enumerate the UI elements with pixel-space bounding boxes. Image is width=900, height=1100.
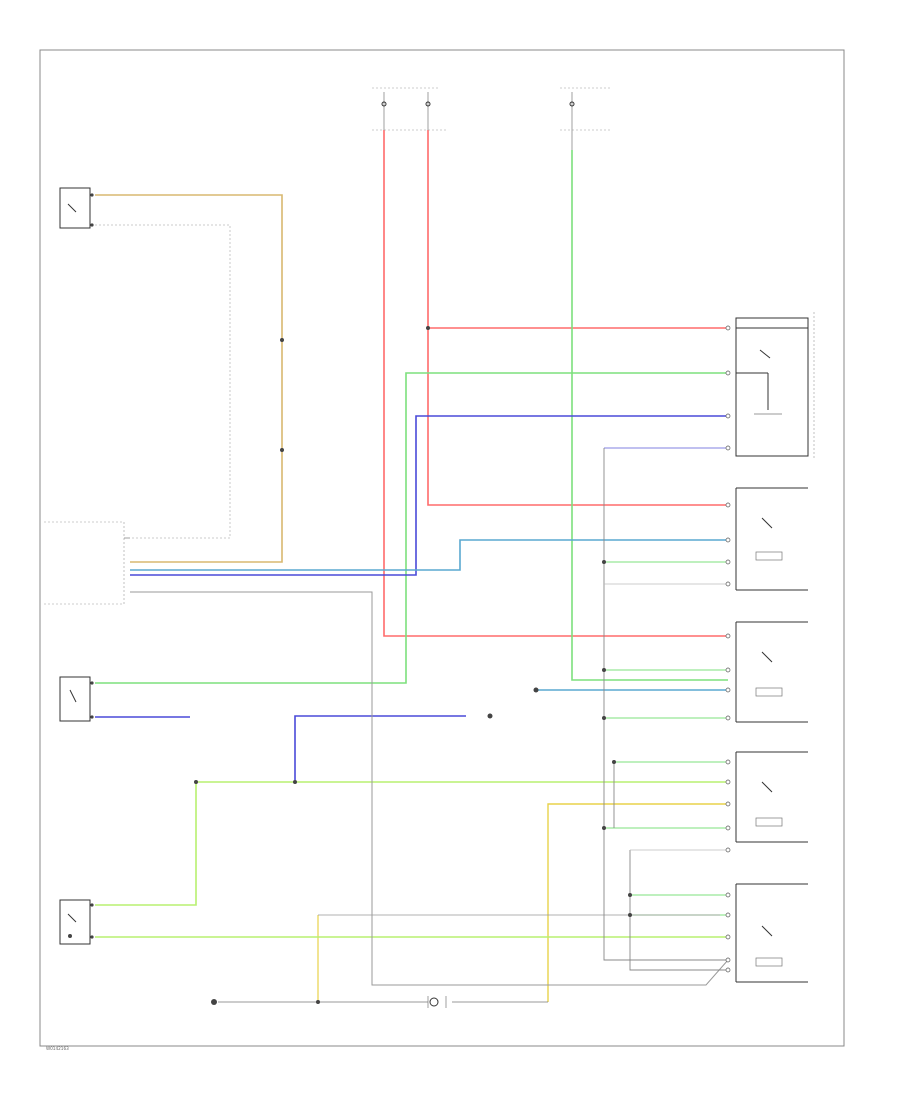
wire-red-2 [427, 130, 728, 506]
wire-cyan [130, 539, 728, 571]
wire-grey-dotted [95, 224, 231, 539]
fuse-box-top [372, 87, 448, 131]
wire-blue-3 [294, 715, 466, 780]
switch-right-1 [735, 487, 808, 591]
wire-green-fuse [571, 150, 728, 681]
switch-mid-left [59, 676, 94, 722]
diode-bottom [427, 996, 548, 1008]
junctions [194, 326, 632, 1004]
ground-mid [487, 687, 539, 719]
wire-blue-main [130, 415, 728, 576]
wire-red-main [383, 130, 728, 637]
terminals [725, 325, 731, 973]
fuse-box-top-right [560, 87, 610, 150]
wires [95, 130, 729, 1003]
wire-green-relay [95, 372, 728, 684]
wire-ltgreen-2 [95, 781, 728, 906]
diagram-border [39, 49, 845, 1047]
wire-tan [95, 194, 283, 563]
control-module [44, 521, 130, 605]
ground-bottom-left [211, 999, 217, 1005]
wire-bus-right-3 [629, 850, 728, 971]
switch-bottom-left [59, 899, 94, 945]
relay-top-right [735, 312, 815, 460]
page-id-label: W0142163 [46, 1046, 69, 1051]
relay-right-4 [735, 883, 808, 983]
wire-yellow-ground [547, 803, 728, 1002]
switch-top-left [59, 187, 94, 229]
wire-bus-right-4 [603, 828, 728, 961]
wire-grey-1 [130, 591, 729, 986]
relay-right-3 [735, 751, 808, 843]
switch-right-2 [735, 621, 808, 723]
